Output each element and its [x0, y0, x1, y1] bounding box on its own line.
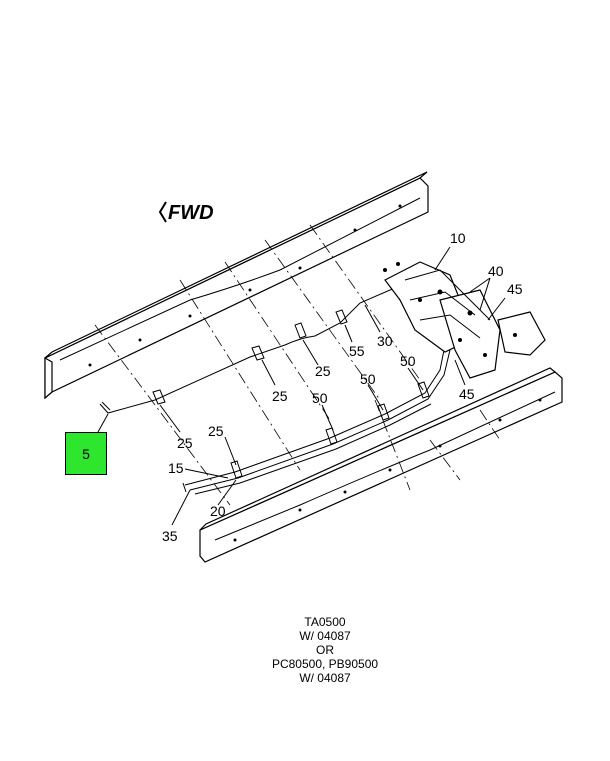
centerlines — [94, 224, 501, 506]
callout-10: 10 — [450, 230, 466, 246]
brake-tube-right — [182, 344, 451, 495]
callout-labels: 10 40 45 30 55 25 25 25 25 50 50 50 45 1… — [162, 230, 523, 544]
callout-50-c: 50 — [312, 390, 328, 406]
callout-55: 55 — [349, 343, 365, 359]
brake-tube-left — [99, 274, 441, 414]
callout-25-c: 25 — [177, 435, 193, 451]
fwd-arrow: FWD — [158, 201, 214, 224]
callout-50-b: 50 — [360, 371, 376, 387]
caption-line-4: PC80500, PB90500 — [271, 657, 379, 671]
callout-35: 35 — [162, 528, 178, 544]
applicability-caption: TA0500 W/ 04087 OR PC80500, PB90500 W/ 0… — [230, 615, 420, 685]
callout-25-d: 25 — [208, 423, 224, 439]
caption-line-1: TA0500 — [304, 615, 346, 629]
caption-line-3: OR — [316, 643, 334, 657]
caption-line-2: W/ 04087 — [299, 629, 351, 643]
callout-15: 15 — [168, 460, 184, 476]
fwd-label: FWD — [168, 202, 214, 224]
callout-5-highlight[interactable]: 5 — [65, 432, 107, 475]
caption-line-5: W/ 04087 — [299, 671, 351, 685]
callout-25-b: 25 — [272, 388, 288, 404]
callout-45-upper: 45 — [507, 281, 523, 297]
left-frame-rail — [44, 171, 429, 400]
valve-assembly — [383, 261, 546, 379]
right-frame-rail — [199, 367, 563, 563]
callout-50-a: 50 — [400, 353, 416, 369]
leader-lines — [97, 246, 506, 526]
callout-25-a: 25 — [315, 363, 331, 379]
callout-30: 30 — [377, 333, 393, 349]
callout-45-lower: 45 — [459, 386, 475, 402]
callout-5-label: 5 — [82, 445, 90, 462]
callout-20: 20 — [210, 503, 226, 519]
callout-40: 40 — [488, 263, 504, 279]
